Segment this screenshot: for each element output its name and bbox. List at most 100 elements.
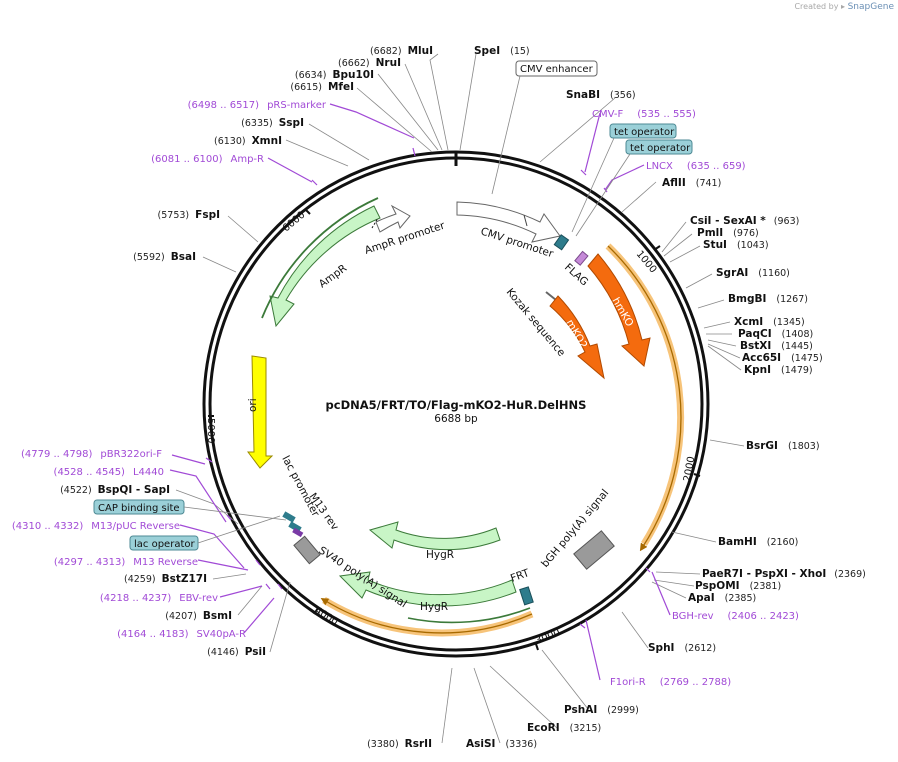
site-paqci: PaqCI(1408) [738,328,813,340]
sv40-block [293,535,321,565]
site-pshai: PshAI(2999) [564,704,639,716]
site-stui: StuI(1043) [703,239,769,251]
mko2-label: mKO2 [563,318,589,351]
tet-operator-leader-2 [575,153,631,237]
site-bamhi: BamHI(2160) [718,536,798,548]
tet-operator-leader-1 [571,137,615,233]
site-mfei: (6615)MfeI [290,81,354,93]
tick-label-6000: 6000 [281,210,308,235]
tick-label-5000: 5000 [205,418,216,443]
site-nrui: (6662)NruI [338,57,401,69]
ori-arrow [247,355,274,469]
site-pmli: PmlI(976) [697,227,759,239]
hygr-orf-green-arc [407,607,531,624]
primer-cmv-f: CMV-F(535 .. 555) [592,109,696,120]
ampr-arrow [269,205,381,328]
tet-operator-box-2: tet operator [625,139,693,155]
hygr-outer-label: HygR [420,601,448,613]
site-bstz17i: (4259)BstZ17I [124,573,207,585]
ori-label: ori [247,398,259,412]
cap-binding-site-label: CAP binding site [98,503,180,514]
plasmid-name: pcDNA5/FRT/TO/Flag-mKO2-HuR.DelHNS [326,398,587,412]
restriction-sites: (6682)MluI SpeI(15) (6662)NruI (6634)Bpu… [60,45,866,750]
primer-marks [169,103,671,681]
primer-m13-reverse: (4297 .. 4313)M13 Reverse [54,557,198,568]
tick-label-3000: 3000 [534,627,562,647]
site-bsai: (5592)BsaI [133,251,196,263]
watermark-brand: SnapGene [847,2,894,12]
snapgene-watermark: Created by ▸ SnapGene [794,2,894,12]
site-csii-sexai: CsiI - SexAI *(963) [690,215,799,227]
lac-operator-mark [282,511,296,523]
cap-site-mark [288,521,302,533]
site-apai: ApaI(2385) [688,592,756,604]
ampr-promoter-arrow [375,204,411,233]
primer-amp-r: (6081 .. 6100)Amp-R [151,154,264,165]
site-bsrgi: BsrGI(1803) [746,440,820,452]
site-aflii: AflII(741) [662,177,721,189]
tet-operator-label-2: tet operator [630,143,691,154]
site-sgrai: SgrAI(1160) [716,267,790,279]
site-acc65i: Acc65I(1475) [742,352,823,364]
site-pspomi: PspOMI(2381) [695,580,781,592]
hygr-inner-arrow [368,521,501,551]
kozak-mark [545,291,557,301]
ampr-orf-arc [261,197,379,319]
site-bsmi: (4207)BsmI [165,610,232,622]
site-sphi: SphI(2612) [648,642,716,654]
site-asisi: AsiSI(3336) [466,738,537,750]
mko2-arrow [549,295,605,380]
ampr-split-mark [371,217,379,229]
primer-l4440: (4528 .. 4545)L4440 [54,467,164,478]
hmko-arrow [587,253,651,367]
site-snabi: SnaBI(356) [566,89,636,101]
tick-label-1000: 1000 [634,249,659,276]
cmv-split-mark [523,214,528,227]
site-ecori: EcoRI(3215) [527,722,601,734]
site-leader-lines [175,53,745,744]
lac-operator-box: lac operator [129,535,199,551]
cmv-enhancer-box: CMV enhancer [515,60,598,77]
snapgene-logo-icon: ▸ [841,2,846,11]
site-fspi: (5753)FspI [158,209,220,221]
site-xmni: (6130)XmnI [214,135,282,147]
hmko-orf-arc-line [607,245,682,552]
primer-labels: (6498 .. 6517)pRS-marker CMV-F(535 .. 55… [12,100,799,688]
ampr-promoter-label: AmpR promoter [363,219,447,256]
site-xcmi: XcmI(1345) [734,316,805,328]
cmv-promoter-arrow [456,201,561,243]
site-rsrii: (3380)RsrII [367,738,432,750]
flag-label: FLAG [562,261,590,288]
lac-operator-leader [197,515,281,544]
bgh-polya-block [573,530,615,570]
site-psii: (4146)PsiI [207,646,266,658]
site-kpni: KpnI(1479) [744,364,813,376]
primer-prs-marker: (6498 .. 6517)pRS-marker [188,100,327,111]
frt-block [519,586,534,606]
watermark-prefix: Created by [794,2,839,11]
ampr-label: AmpR [317,262,349,290]
site-bstxi: BstXI(1445) [740,340,813,352]
primer-pbr322ori-f: (4779 .. 4798)pBR322ori-F [21,449,162,460]
primer-f1ori-r: F1ori-R(2769 .. 2788) [610,677,731,688]
hygr-orf-arc-line [320,597,533,634]
lac-operator-label: lac operator [134,539,195,550]
site-bpu10i: (6634)Bpu10I [295,69,374,81]
primer-ebv-rev: (4218 .. 4237)EBV-rev [100,593,218,604]
primer-lncx: LNCX(635 .. 659) [646,161,746,172]
primer-sv40pa-r: (4164 .. 4183)SV40pA-R [117,629,246,640]
primer-bgh-rev: BGH-rev(2406 .. 2423) [672,611,799,622]
site-bspqi-sapi: (4522)BspQI - SapI [60,484,170,496]
hygr-inner-label: HygR [426,549,454,561]
tet-operator-label-1: tet operator [614,127,675,138]
tet-operator-mark [553,234,570,251]
cmv-enhancer-label: CMV enhancer [520,64,594,75]
cap-leader [183,506,287,521]
site-paer7i-pspxi-xhoi: PaeR7I - PspXI - XhoI(2369) [702,568,866,580]
frt-label: FRT [509,567,531,585]
site-mlui: (6682)MluI [370,45,433,57]
hygr-outer-arrow [338,571,517,607]
primer-m13-puc-reverse: (4310 .. 4332)M13/pUC Reverse [12,521,180,532]
flag-mark [574,250,589,266]
